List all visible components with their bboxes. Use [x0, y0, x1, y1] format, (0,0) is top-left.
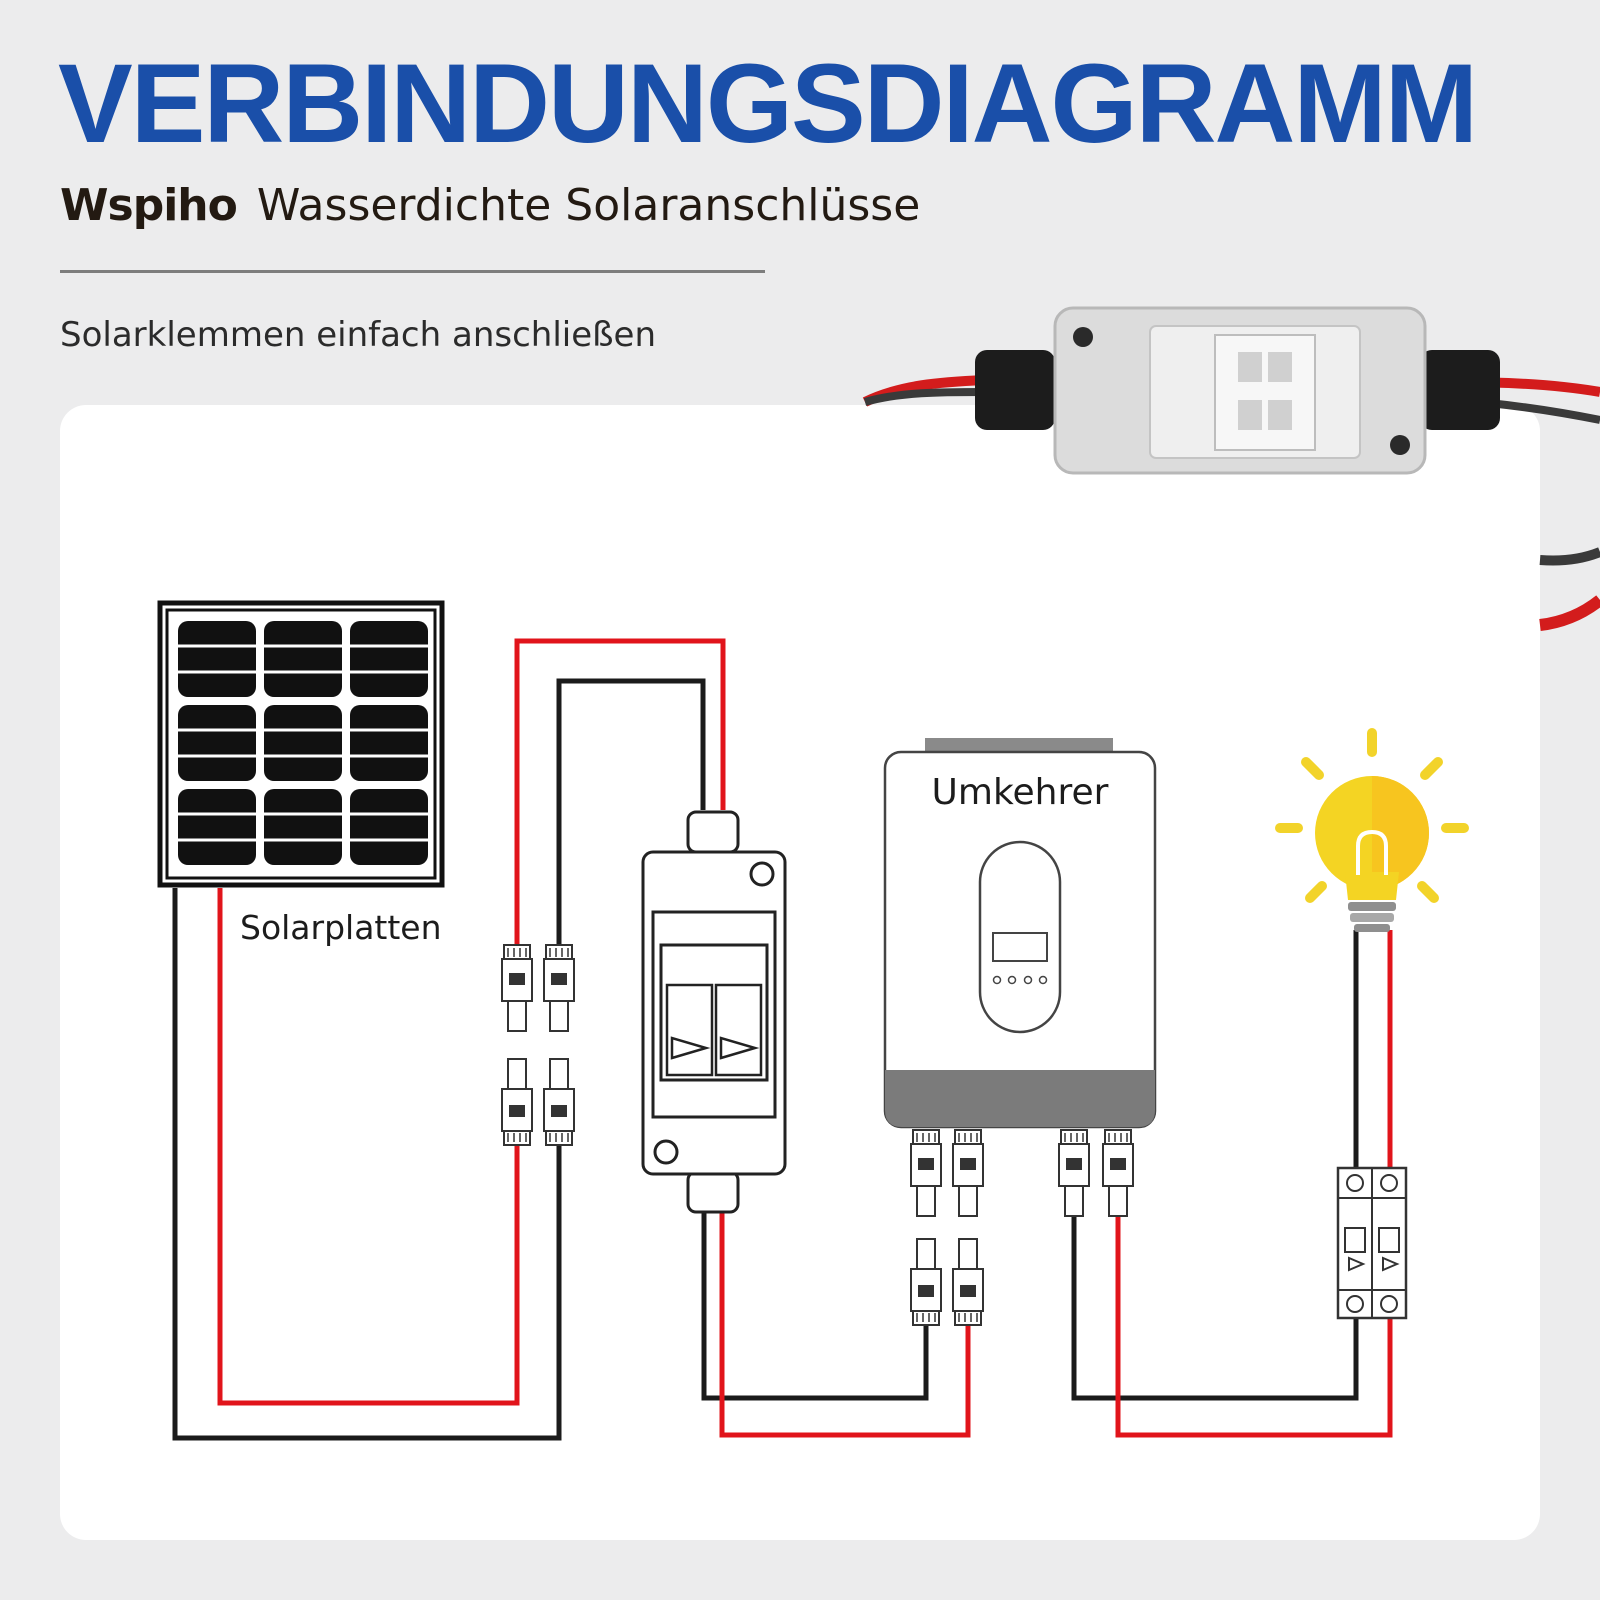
breaker-product-photo — [862, 306, 1600, 631]
solar-panel-icon — [157, 600, 445, 888]
tagline: Solarklemmen einfach anschließen — [60, 315, 657, 355]
inverter-icon — [883, 738, 1157, 1129]
diagram-panel — [60, 405, 1540, 1540]
circuit-breaker-icon — [1336, 1166, 1408, 1320]
brand-logo: Wspiho — [60, 180, 238, 231]
subtitle: Wasserdichte Solaranschlüsse — [256, 180, 921, 231]
subtitle-row: Wspiho Wasserdichte Solaranschlüsse — [60, 180, 920, 231]
divider — [60, 270, 765, 273]
page-title: VERBINDUNGSDIAGRAMM — [58, 41, 1478, 166]
wiring — [172, 638, 1393, 1441]
dc-isolator-box-icon — [641, 810, 787, 1214]
light-bulb-icon — [1275, 728, 1469, 932]
inverter-label: Umkehrer — [931, 772, 1109, 813]
solar-panel-label: Solarplatten — [240, 908, 442, 947]
